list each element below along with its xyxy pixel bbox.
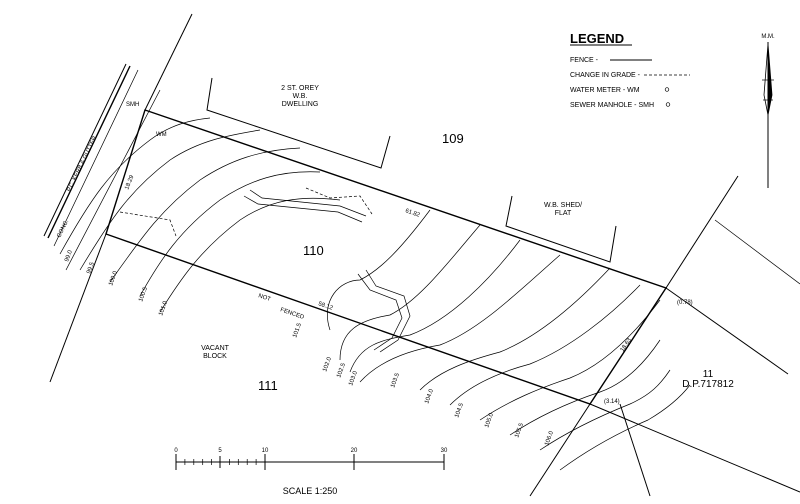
adjacent-lot-lines — [49, 13, 800, 497]
contour-label: 99.5 — [86, 261, 96, 275]
contour-label: 102.0 — [322, 356, 333, 373]
contour-label: 100.5 — [138, 286, 149, 303]
dim-bottom: 58.12 — [317, 301, 334, 312]
contour-label: 104.5 — [454, 402, 465, 419]
offset-a: (0.78) — [677, 300, 693, 306]
shed-outline — [505, 195, 617, 263]
contour-label: 103.0 — [348, 370, 359, 387]
lot-111-label: 111 — [258, 378, 278, 393]
contour-label: 104.0 — [424, 388, 435, 405]
contour-label: 99.0 — [64, 249, 74, 263]
legend-fence: FENCE - — [570, 57, 599, 64]
wm-label: WM — [156, 132, 167, 138]
road-kerb-lines — [43, 63, 161, 271]
legend-water: WATER METER - WM — [570, 87, 640, 94]
north-arrow-icon: M.M. — [761, 34, 775, 188]
scale-tick-20: 20 — [351, 448, 358, 454]
offset-b: (3.14) — [604, 399, 620, 405]
shed-label-1: W.B. SHED/ — [544, 202, 582, 209]
lot-11-label: 11 — [703, 369, 714, 380]
legend: LEGEND FENCE - CHANGE IN GRADE - WATER M… — [570, 31, 690, 109]
dp-number: D.P.717812 — [682, 379, 734, 390]
scale-label: SCALE 1:250 — [283, 486, 338, 496]
lot-110-label: 110 — [303, 243, 324, 258]
contour-label: 101.0 — [158, 300, 169, 317]
scale-bar: 0 5 10 20 30 SCALE 1:250 — [174, 448, 448, 496]
contour-label: 105.5 — [514, 422, 525, 439]
conc-label: CONC. — [56, 219, 70, 239]
scale-tick-5: 5 — [218, 448, 222, 454]
contour-lines — [59, 117, 691, 471]
contour-label: 105.0 — [484, 412, 495, 429]
dim-left: 18.29 — [124, 174, 135, 191]
dwelling-label-1: 2 ST. OREY — [281, 85, 319, 92]
shed-label-2: FLAT — [555, 210, 572, 217]
legend-grade: CHANGE IN GRADE - — [570, 72, 641, 79]
lot-110-boundary — [105, 109, 668, 405]
grade-change-marks — [119, 187, 373, 237]
legend-title: LEGEND — [570, 31, 624, 46]
lot-109-label: 109 — [442, 131, 464, 146]
contour-label: 100.0 — [108, 270, 119, 287]
dwelling-outline — [206, 77, 391, 169]
vacant-label-1: VACANT — [201, 345, 230, 352]
dwelling-label-3: DWELLING — [282, 101, 319, 108]
not-fenced-label-1: NOT — [257, 293, 271, 303]
kerb-label: P.C. KERB & GUTTER — [66, 135, 98, 193]
dwelling-label-2: W.B. — [293, 93, 308, 100]
vacant-label-2: BLOCK — [203, 353, 227, 360]
contour-label: 103.5 — [390, 372, 401, 389]
scale-tick-10: 10 — [262, 448, 269, 454]
driveway — [243, 189, 411, 353]
contour-label: 106.0 — [544, 430, 555, 447]
contour-label: 101.5 — [292, 322, 303, 339]
smh-label: SMH — [126, 102, 139, 108]
dim-top: 61.82 — [404, 208, 421, 219]
scale-tick-30: 30 — [441, 448, 448, 454]
north-mark: M.M. — [761, 34, 775, 40]
scale-tick-0: 0 — [174, 448, 178, 454]
legend-sewer: SEWER MANHOLE - SMH — [570, 102, 654, 109]
not-fenced-label-2: FENCED — [279, 307, 305, 321]
contour-label: 102.5 — [336, 362, 347, 379]
dim-right: 18.63 — [620, 337, 634, 353]
